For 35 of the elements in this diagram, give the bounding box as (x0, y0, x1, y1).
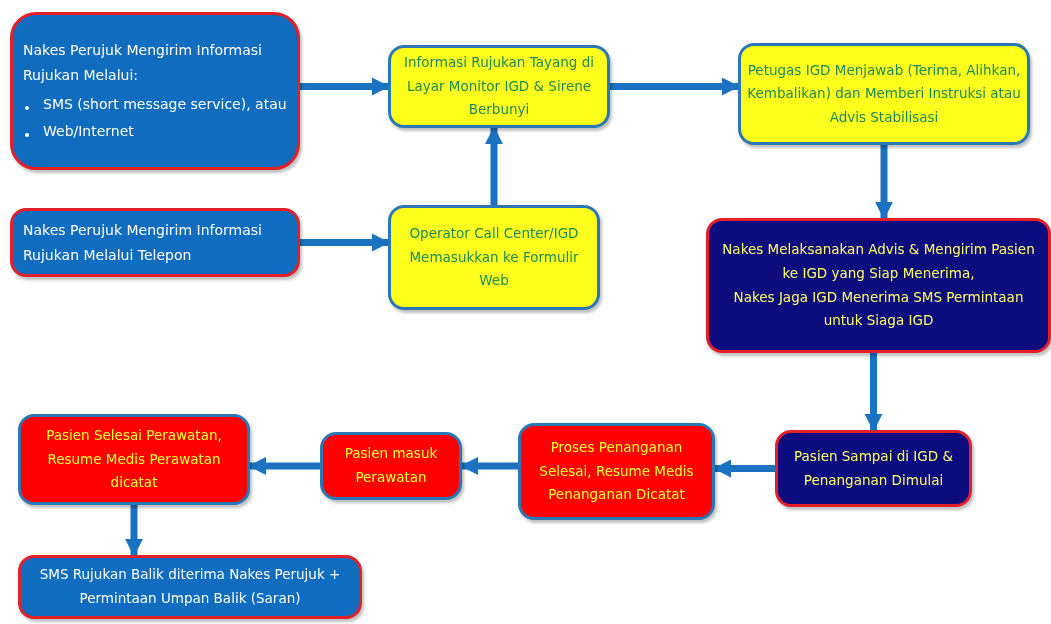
list-item: Web/Internet (43, 121, 134, 141)
arrow (864, 353, 883, 432)
process-box (320, 432, 462, 500)
box-text: Pasien masuk Perawatan (343, 444, 439, 487)
box-text: Informasi Rujukan Tayang di Layar Monitor IGD & Sirene Berbunyi (403, 53, 595, 120)
box-text: Pasien Sampai di IGD & Penanganan Dimulai (793, 446, 954, 490)
arrow (713, 459, 775, 478)
process-box (706, 218, 1051, 353)
box-text: Pasien Selesai Perawatan, Resume Medis Perawatan dicatat (45, 426, 223, 493)
arrow (460, 456, 518, 476)
box-text: Operator Call Center/IGD Memasukkan ke Formulir Web (408, 224, 580, 291)
process-box (518, 423, 715, 520)
box-text: SMS Rujukan Balik diterima Nakes Perujuk + Permintaan Umpan Balik (Saran) (38, 565, 342, 608)
arrow (484, 126, 504, 205)
arrow (300, 77, 390, 96)
list-item: SMS (short message service), atau (43, 95, 287, 115)
box-text: Nakes Perujuk Mengirim Informasi Rujukan Melalui Telepon (23, 221, 263, 265)
process-box (10, 208, 300, 277)
box-text: Nakes Melaksanakan Advis & Mengirim Pasien ke IGD yang Siap Menerima, (721, 240, 1036, 283)
box-text: Petugas IGD Menjawab (Terima, Alihkan, Kembalikan) dan Memberi Instruksi atau Advis Stabilisasi (746, 60, 1022, 127)
arrow (610, 77, 740, 96)
box-text: Proses Penanganan Selesai, Resume Medis Penanganan Dicatat (538, 438, 695, 505)
arrow (124, 505, 144, 557)
box-text: Nakes Perujuk Mengirim Informasi Rujukan Melalui: (23, 41, 263, 85)
process-box (738, 43, 1030, 145)
process-box (18, 414, 250, 505)
arrow (248, 456, 320, 476)
process-box (18, 555, 362, 619)
process-box (775, 430, 972, 507)
arrow (874, 145, 894, 220)
box-text: Nakes Jaga IGD Menerima SMS Permintaan untuk Siaga IGD (732, 287, 1025, 331)
arrow (300, 233, 390, 252)
process-box (10, 12, 300, 170)
process-box (388, 205, 600, 310)
process-box (388, 45, 610, 128)
